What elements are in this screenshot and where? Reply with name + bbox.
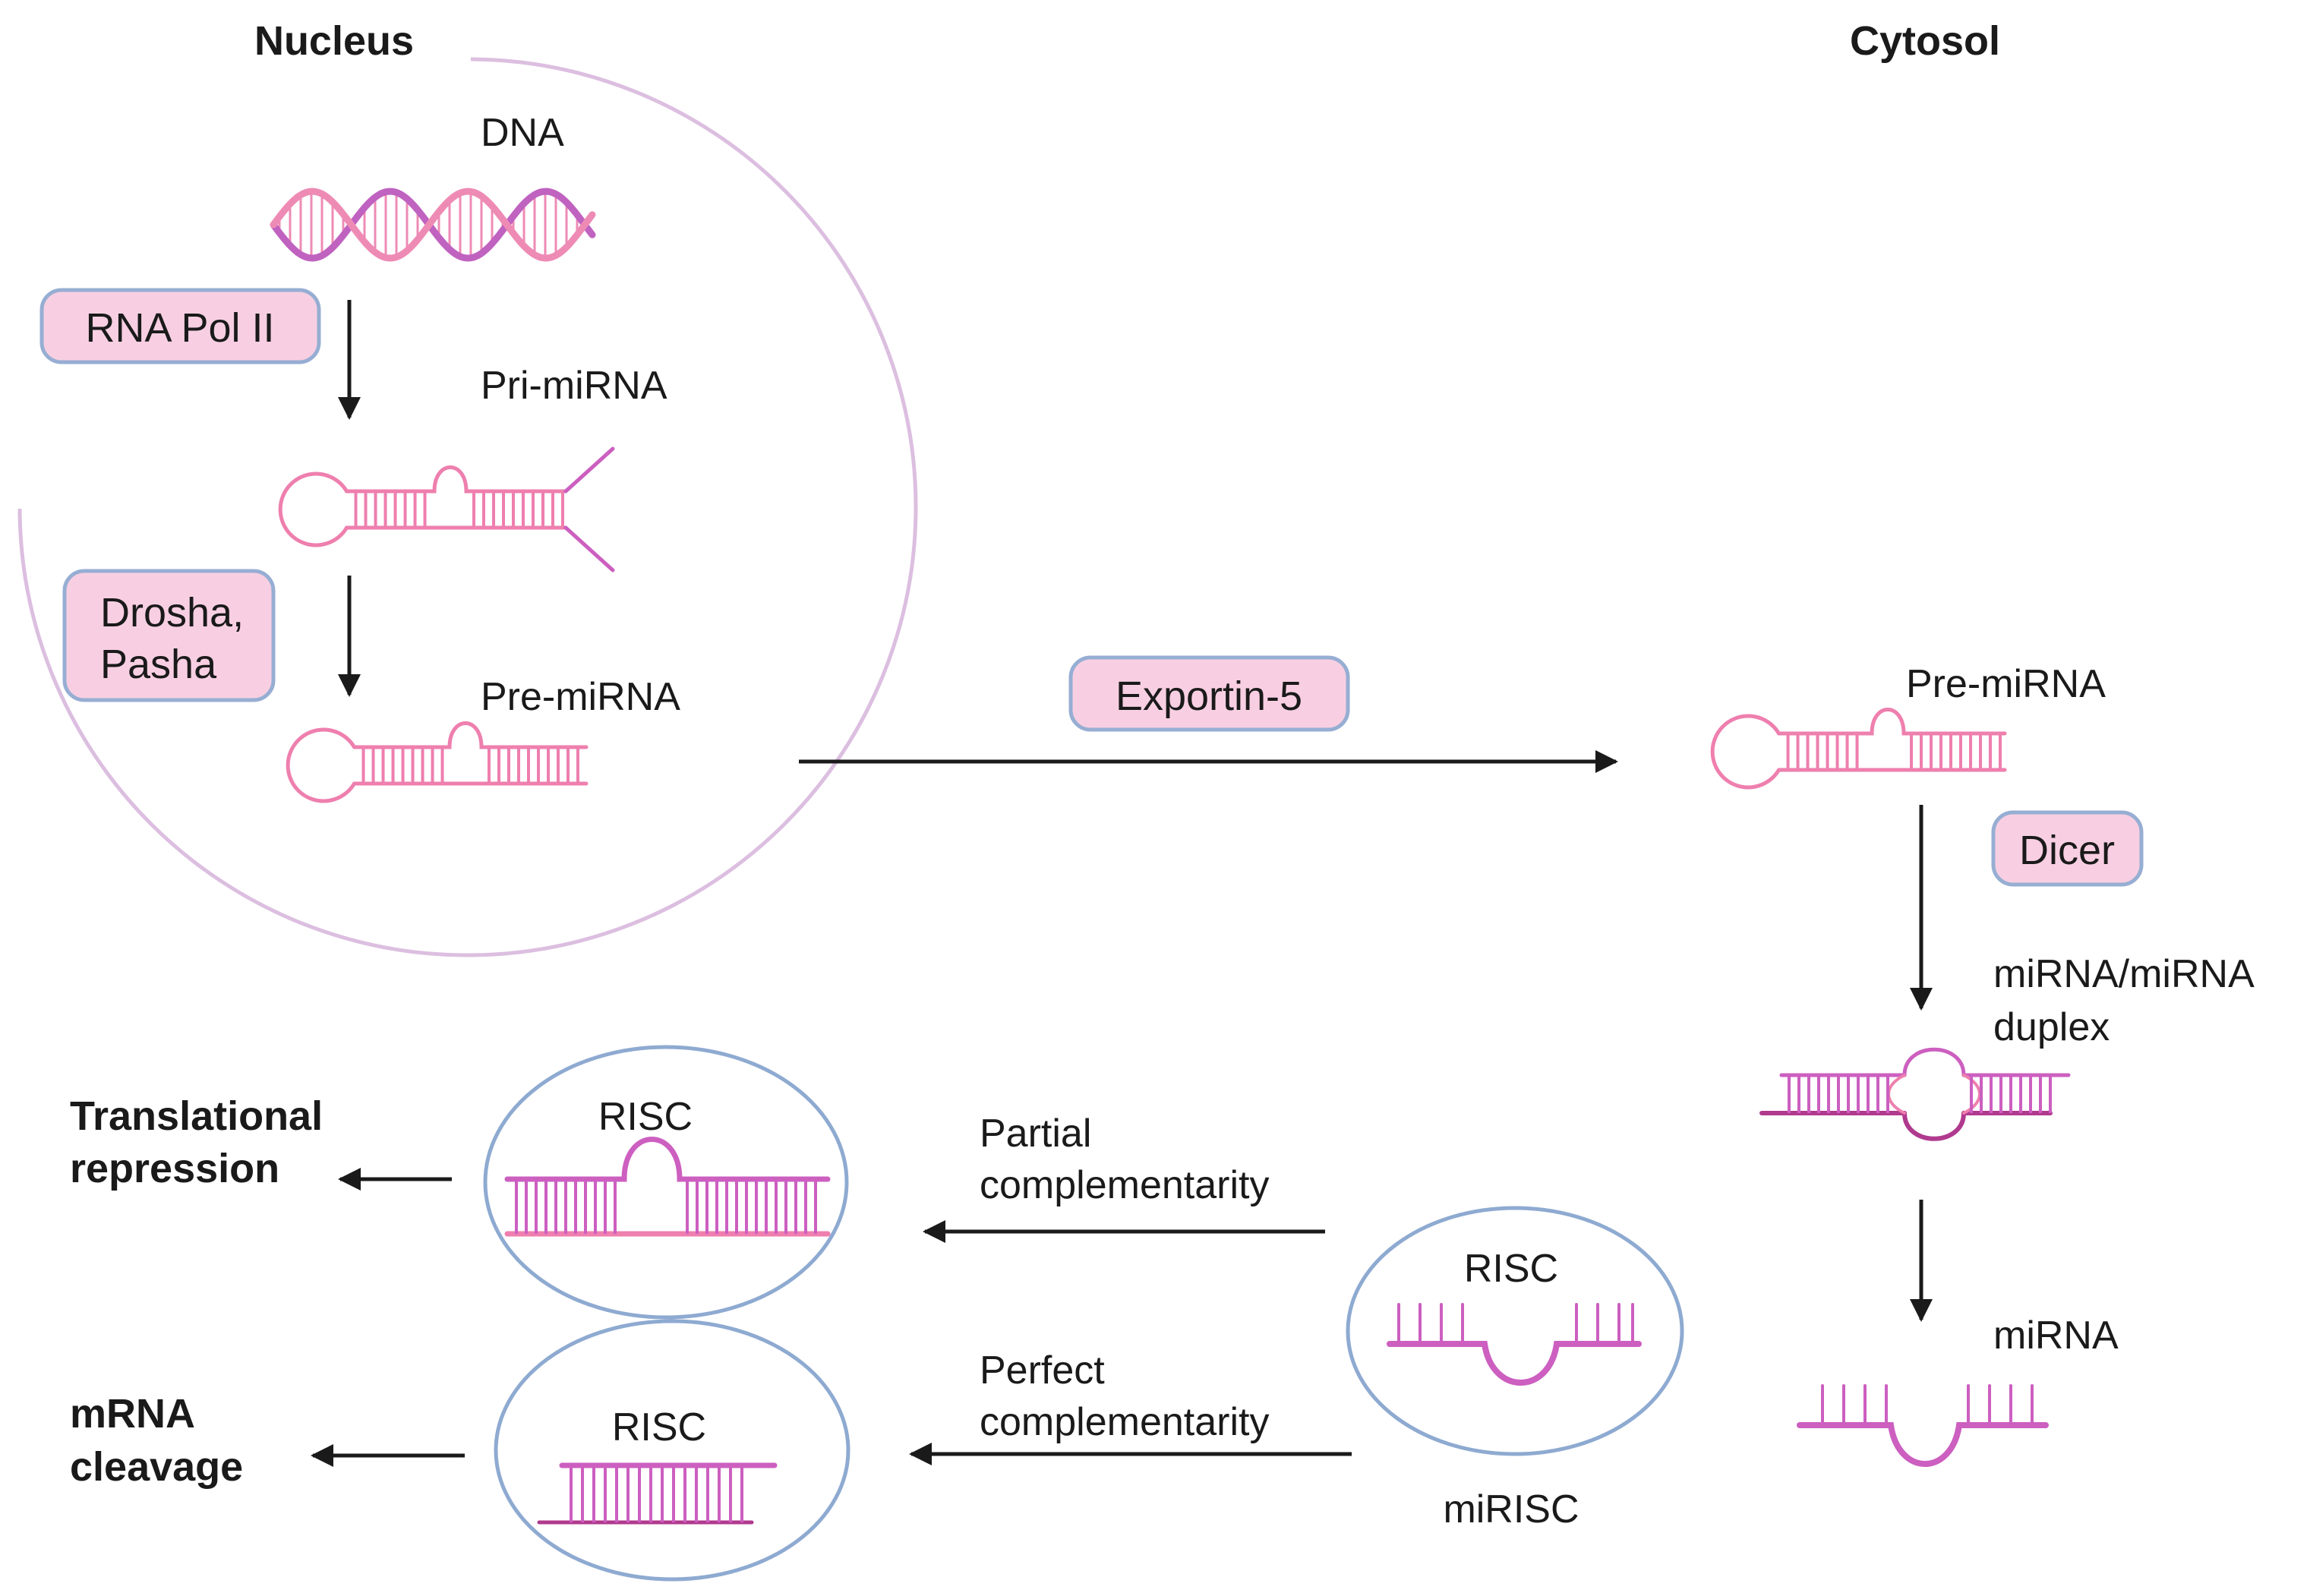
cleavage-label-line1: mRNA — [70, 1391, 195, 1437]
perfect-label-line1: Perfect — [980, 1348, 1105, 1393]
bulge-left — [1887, 1074, 1906, 1115]
risc-partial-complex — [483, 1045, 849, 1320]
dna-strand-b — [270, 188, 596, 262]
upper-strand — [352, 721, 589, 749]
duplex-bulge-bottom — [1902, 1111, 1966, 1141]
dna-label: DNA — [481, 111, 564, 155]
mirisc-guide-strand — [1387, 1303, 1642, 1386]
risc-partial-label: RISC — [598, 1095, 693, 1139]
rna-pol-ii-label: RNA Pol II — [85, 305, 274, 351]
duplex-label-line1: miRNA/miRNA — [1993, 952, 2255, 996]
partial-label-line2: complementarity — [980, 1163, 1269, 1207]
translational-label-line2: repression — [70, 1146, 279, 1191]
rna-pol-ii-badge: RNA Pol II — [39, 288, 321, 364]
drosha-label: Drosha, — [100, 590, 244, 636]
mirna-duplex — [1759, 1047, 2071, 1141]
terminal-loop — [286, 727, 357, 803]
pri-mirna-hairpin — [278, 446, 615, 572]
guide-strand — [1387, 1341, 1642, 1386]
duplex-label-line2: duplex — [1993, 1005, 2110, 1049]
terminal-loop — [1710, 714, 1781, 790]
cleavage-label-line2: cleavage — [70, 1444, 243, 1490]
dna-strand-a — [270, 188, 596, 262]
translational-label-line1: Translational — [70, 1093, 323, 1139]
perfect-label-line2: complementarity — [980, 1400, 1269, 1444]
risc-loaded-label: RISC — [1464, 1247, 1558, 1291]
3-prime-tail — [563, 525, 615, 572]
dna-helix — [270, 188, 596, 262]
risc-perfect-label: RISC — [612, 1405, 706, 1449]
exportin-5-badge: Exportin-5 — [1068, 655, 1350, 732]
partial-label-line1: Partial — [980, 1112, 1091, 1156]
drosha-pasha-badge: Drosha, Pasha — [62, 569, 276, 702]
dicer-label: Dicer — [2019, 828, 2115, 873]
pasha-label: Pasha — [100, 642, 217, 687]
risc-perfect-complex — [494, 1319, 850, 1582]
guide-strand — [504, 1137, 831, 1182]
pre-mirna-cytosol-hairpin — [1710, 708, 2007, 790]
pre-mirna-nucleus-label: Pre-miRNA — [481, 675, 680, 719]
pre-mirna-nucleus-hairpin — [286, 721, 589, 803]
mirisc-label: miRISC — [1443, 1487, 1579, 1531]
nucleus-membrane — [17, 57, 918, 957]
mature-mirna-strand — [1797, 1384, 2049, 1467]
mirisc-complex — [1346, 1206, 1684, 1456]
dicer-badge: Dicer — [1991, 810, 2144, 887]
terminal-loop — [278, 472, 349, 547]
pri-mirna-label: Pri-miRNA — [481, 364, 667, 408]
nucleus-header: Nucleus — [254, 18, 414, 64]
risc-perfect-target-duplex — [537, 1462, 778, 1525]
mirna-label: miRNA — [1993, 1314, 2119, 1358]
exportin-5-label: Exportin-5 — [1116, 673, 1302, 719]
pre-mirna-cytosol-label: Pre-miRNA — [1906, 662, 2106, 706]
risc-partial-target-duplex — [504, 1137, 831, 1237]
guide-strand — [1797, 1422, 2049, 1467]
upper-strand — [345, 465, 568, 494]
5-prime-tail — [563, 446, 615, 494]
upper-strand — [1777, 708, 2007, 736]
duplex-bulge-top — [1902, 1047, 1966, 1077]
cytosol-header: Cytosol — [1850, 18, 2000, 64]
